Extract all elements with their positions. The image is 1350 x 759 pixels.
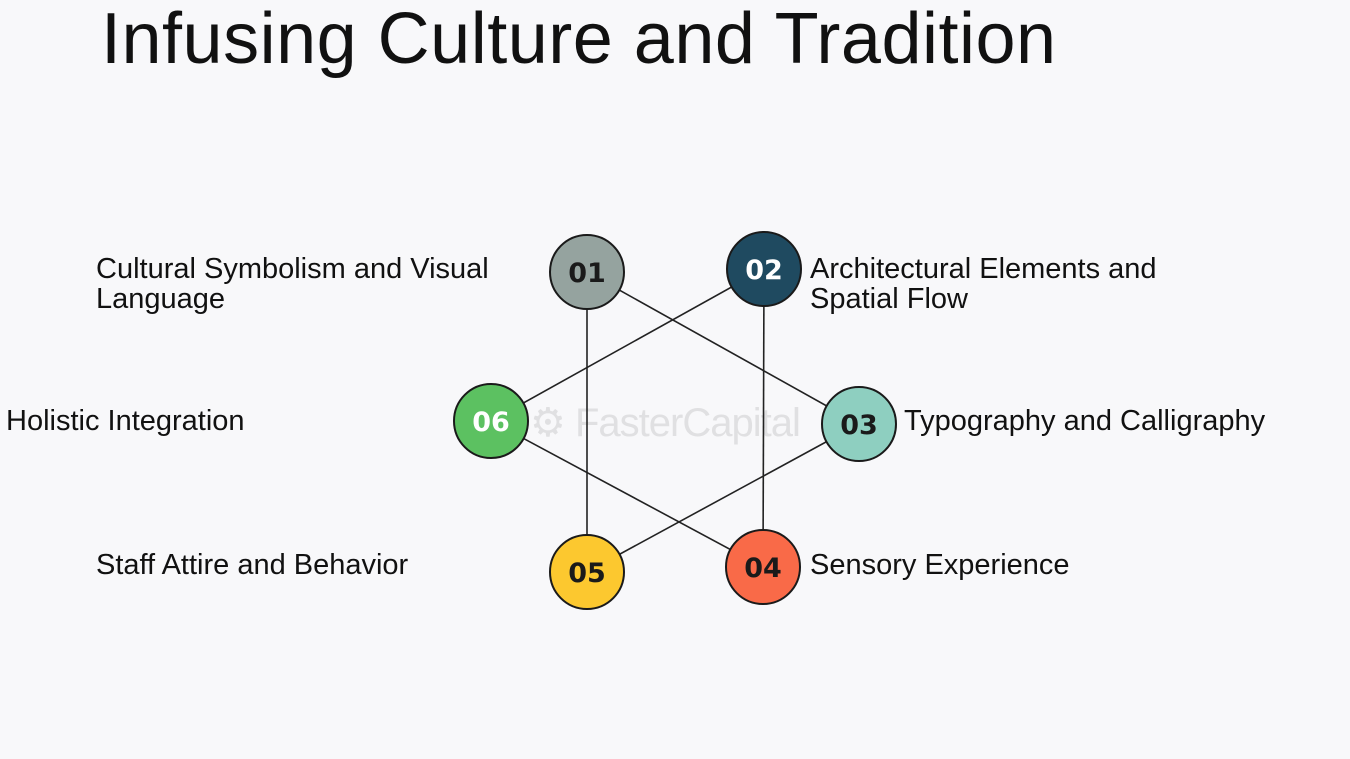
label-06: Holistic Integration [6, 405, 245, 437]
node-05: 05 [549, 534, 625, 610]
label-03: Typography and Calligraphy [904, 405, 1266, 437]
label-04: Sensory Experience [810, 549, 1070, 581]
node-02: 02 [726, 231, 802, 307]
node-circle [453, 383, 529, 459]
node-number: 03 [840, 410, 878, 441]
connector-05-03 [586, 423, 860, 573]
label-01: Cultural Symbolism and Visual Language [96, 253, 489, 315]
node-number: 06 [472, 407, 510, 438]
connector-02-04 [762, 268, 765, 568]
node-circle [726, 231, 802, 307]
node-01: 01 [549, 234, 625, 310]
node-03: 03 [821, 386, 897, 462]
node-number: 04 [744, 553, 782, 584]
node-04: 04 [725, 529, 801, 605]
node-circle [549, 234, 625, 310]
connector-06-04 [490, 420, 764, 568]
node-06: 06 [453, 383, 529, 459]
page-title: Infusing Culture and Tradition [101, 0, 1057, 79]
node-number: 02 [745, 255, 783, 286]
node-number: 05 [568, 558, 606, 589]
node-number: 01 [568, 258, 606, 289]
node-circle [725, 529, 801, 605]
node-circle [549, 534, 625, 610]
label-05: Staff Attire and Behavior [96, 549, 409, 581]
connector-02-06 [490, 268, 765, 422]
node-circle [821, 386, 897, 462]
label-02: Architectural Elements and Spatial Flow [810, 253, 1157, 315]
connector-01-03 [586, 271, 860, 425]
